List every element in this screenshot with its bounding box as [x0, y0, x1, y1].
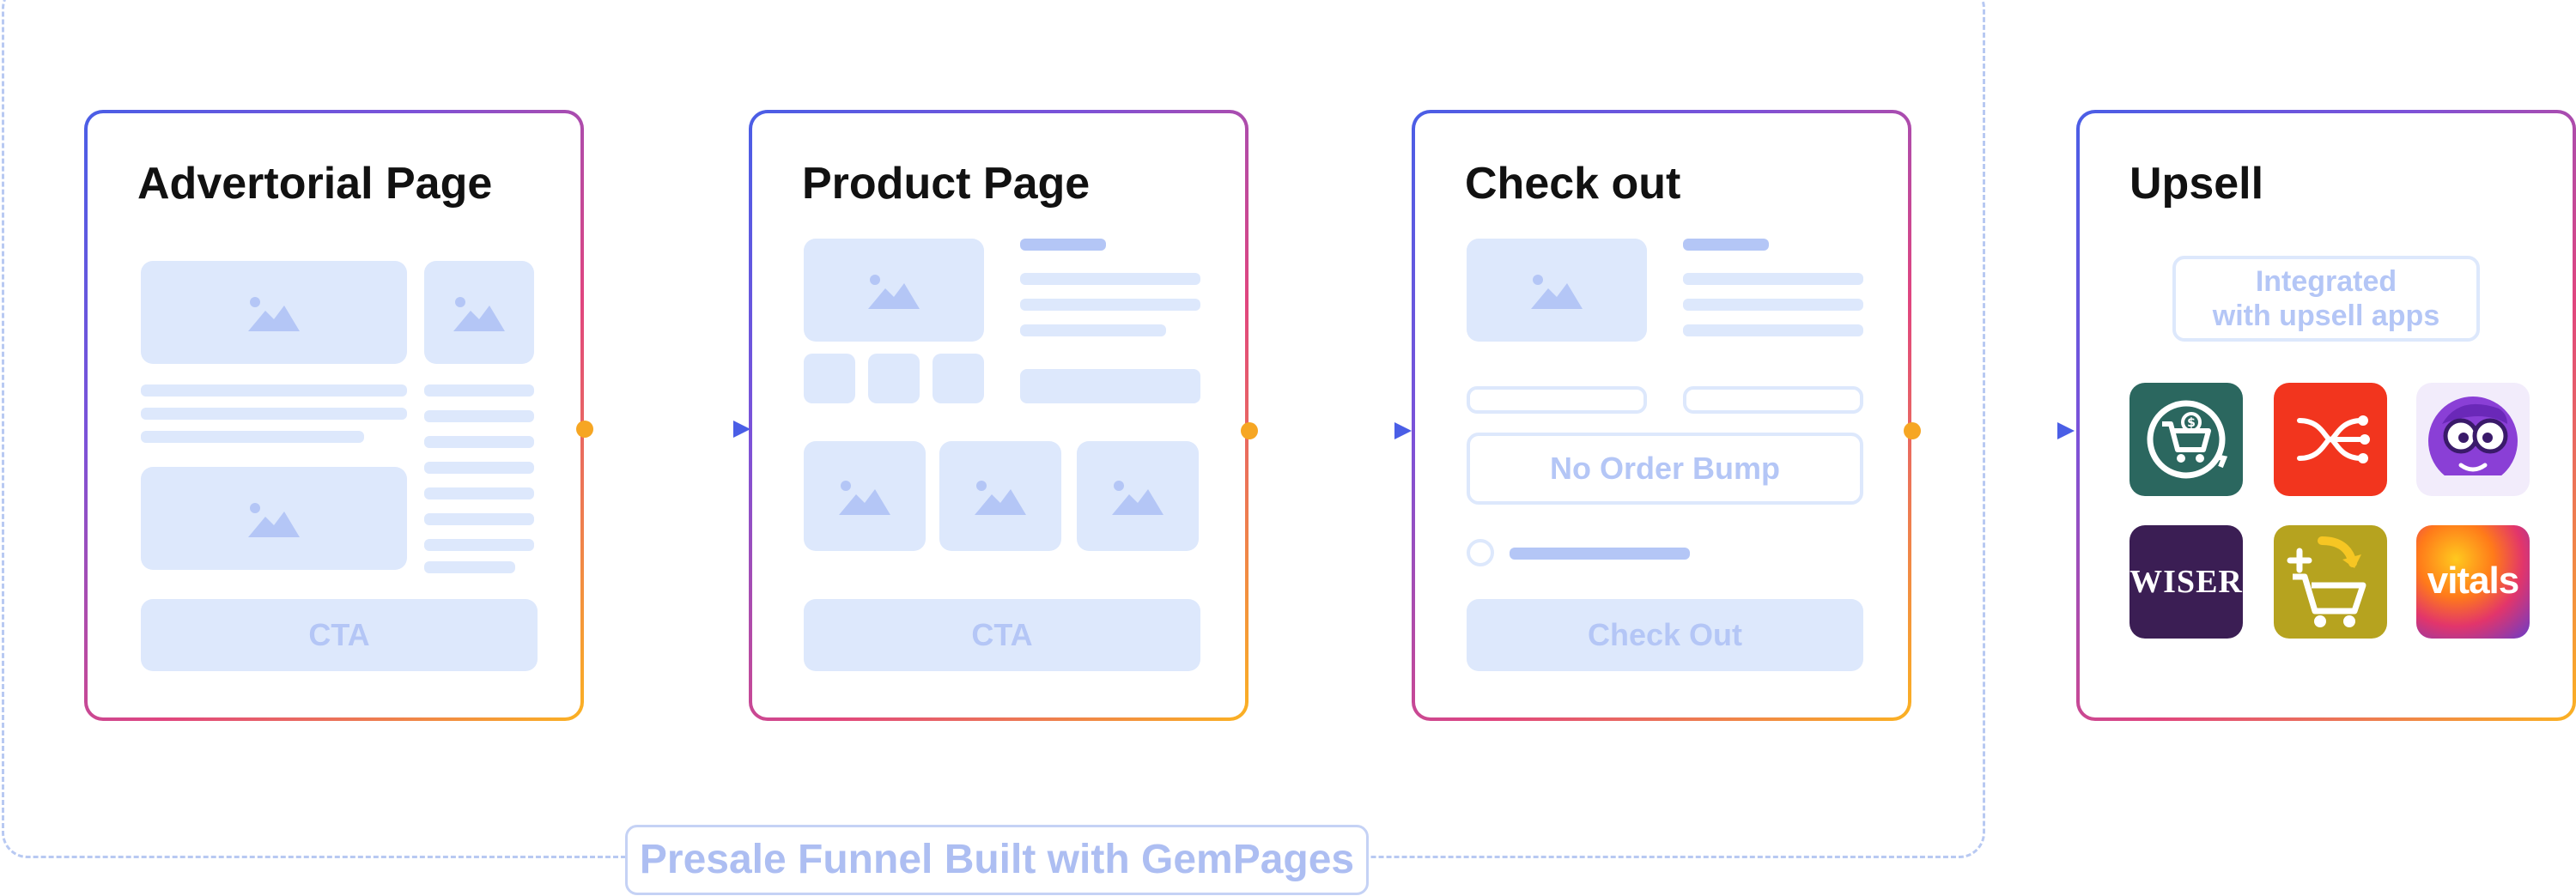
thumbnail-placeholder: [804, 354, 855, 403]
text-line-placeholder: [1020, 324, 1166, 336]
product-page-title: Product Page: [802, 159, 1091, 209]
image-icon: [248, 297, 300, 331]
image-icon: [868, 275, 920, 309]
product-page-card[interactable]: Product Page CTA: [749, 110, 1249, 721]
radio-option[interactable]: [1467, 539, 1494, 566]
text-line-placeholder: [1683, 299, 1863, 311]
text-line-placeholder: [1683, 273, 1863, 285]
image-icon: [839, 481, 890, 515]
checkout-input-field[interactable]: [1683, 386, 1863, 414]
connector-start-dot: [1241, 422, 1258, 439]
product-image-placeholder: [1467, 239, 1647, 342]
cart-plus-arrow-icon[interactable]: [2274, 525, 2387, 639]
connector-arrow: [1249, 422, 1412, 439]
badge-line: Integrated: [2255, 265, 2397, 298]
vitals-logo[interactable]: vitals: [2416, 525, 2530, 639]
image-icon: [1531, 275, 1583, 309]
image-icon: [248, 503, 300, 537]
product-title-placeholder: [1020, 239, 1106, 251]
product-image-placeholder: [804, 239, 984, 342]
image-icon: [453, 297, 505, 331]
checkout-input-field[interactable]: [1467, 386, 1647, 414]
product-title-placeholder: [1683, 239, 1769, 251]
text-line-placeholder: [1020, 273, 1200, 285]
text-line-placeholder: [424, 539, 534, 551]
badge-line: with upsell apps: [2212, 300, 2440, 332]
text-line-placeholder: [424, 462, 534, 474]
add-to-cart-placeholder: [1020, 369, 1200, 403]
text-line-placeholder: [424, 561, 515, 573]
connector-start-dot: [576, 421, 593, 438]
integrated-apps-badge: Integrated with upsell apps: [2172, 256, 2480, 342]
option-label-placeholder: [1510, 548, 1690, 560]
text-line-placeholder: [424, 436, 534, 448]
text-line-placeholder: [1020, 299, 1200, 311]
image-placeholder: [1077, 441, 1199, 551]
presale-funnel-label: Presale Funnel Built with GemPages: [625, 825, 1369, 895]
text-line-placeholder: [424, 513, 534, 525]
text-line-placeholder: [1683, 324, 1863, 336]
checkout-title: Check out: [1465, 159, 1681, 209]
cart-dollar-refresh-icon[interactable]: $: [2129, 383, 2243, 496]
text-line-placeholder: [424, 384, 534, 397]
connector-arrow: [584, 421, 750, 438]
thumbnail-placeholder: [868, 354, 920, 403]
vitals-logo-text: vitals: [2427, 560, 2520, 602]
connector-arrow: [1911, 422, 2075, 439]
image-icon: [1112, 481, 1163, 515]
image-placeholder: [424, 261, 534, 364]
text-line-placeholder: [141, 431, 364, 443]
advertorial-page-title: Advertorial Page: [137, 159, 493, 209]
wiser-logo[interactable]: WISER: [2129, 525, 2243, 639]
upsell-card[interactable]: Upsell Integrated with upsell apps $: [2076, 110, 2576, 721]
text-line-placeholder: [141, 408, 407, 420]
checkout-card[interactable]: Check out No Order Bump Check Out: [1412, 110, 1911, 721]
thumbnail-placeholder: [933, 354, 984, 403]
image-placeholder: [804, 441, 926, 551]
upsell-title: Upsell: [2129, 159, 2264, 209]
text-line-placeholder: [424, 410, 534, 422]
cta-button[interactable]: CTA: [141, 599, 538, 671]
advertorial-page-card[interactable]: Advertorial Page CTA: [84, 110, 584, 721]
text-line-placeholder: [141, 384, 407, 397]
svg-text:$: $: [2187, 416, 2196, 430]
check-out-button[interactable]: Check Out: [1467, 599, 1863, 671]
image-placeholder: [141, 467, 407, 570]
image-placeholder: [141, 261, 407, 364]
cta-button[interactable]: CTA: [804, 599, 1200, 671]
image-icon: [975, 481, 1026, 515]
image-placeholder: [939, 441, 1061, 551]
cartoon-character-icon[interactable]: [2416, 383, 2530, 496]
connector-start-dot: [1904, 422, 1921, 439]
text-line-placeholder: [424, 487, 534, 499]
split-arrows-icon[interactable]: [2274, 383, 2387, 496]
wiser-logo-text: WISER: [2129, 564, 2243, 600]
order-bump-box[interactable]: No Order Bump: [1467, 433, 1863, 505]
